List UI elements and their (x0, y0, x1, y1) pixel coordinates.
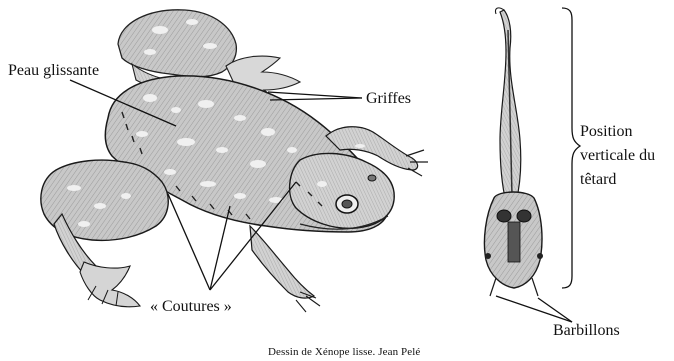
label-position: Position verticale du têtard (580, 120, 655, 192)
leader-claws-1 (268, 92, 362, 98)
leader-barbels-1 (496, 296, 572, 322)
label-position-line1: Position (580, 120, 655, 144)
position-bracket (562, 8, 580, 288)
leader-claws-2 (270, 98, 362, 100)
tadpole-barbel-right (532, 278, 538, 296)
tadpole-barbel-left (490, 278, 496, 296)
label-skin: Peau glissante (8, 62, 99, 80)
frog-lower-arm (250, 226, 314, 298)
frog-nostril (368, 175, 376, 181)
leader-barbels-2 (538, 298, 572, 322)
tadpole-drawing (484, 8, 543, 296)
label-barbels: Barbillons (553, 322, 620, 340)
frog-drawing (41, 10, 428, 312)
figure-caption: Dessin de Xénope lisse. Jean Pelé (268, 346, 420, 358)
label-claws: Griffes (366, 90, 411, 108)
label-seams: « Coutures » (150, 298, 232, 316)
frog-hind-foot (80, 262, 140, 307)
label-position-line3: têtard (580, 168, 655, 192)
label-position-line2: verticale du (580, 144, 655, 168)
